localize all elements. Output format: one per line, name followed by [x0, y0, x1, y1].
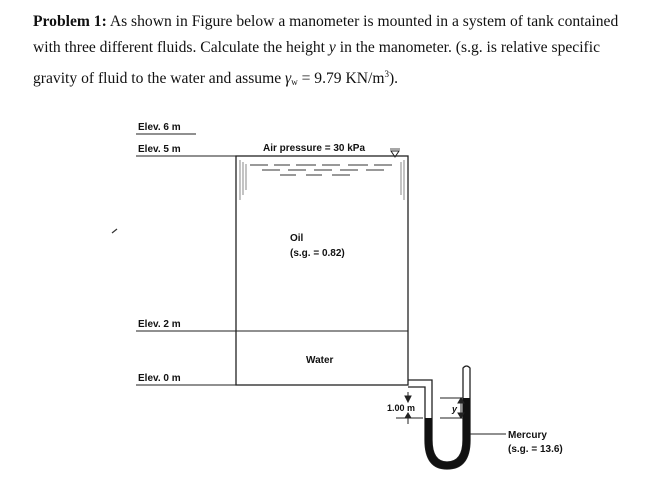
problem-line-3: gravity of fluid to the water and assume…: [33, 69, 399, 87]
oil-surface-dashes: [250, 164, 392, 176]
dimension-y-label: y: [451, 404, 458, 414]
stray-mark: [111, 228, 118, 234]
elev-0-label: Elev. 0 m: [138, 373, 181, 384]
dimension-1m: [396, 392, 423, 424]
elev-2-label: Elev. 2 m: [138, 319, 181, 330]
dimension-y: [440, 397, 465, 419]
tank-right-hatch: [400, 160, 405, 200]
problem-statement: Problem 1: As shown in Figure below a ma…: [33, 9, 639, 95]
oil-sg-label: (s.g. = 0.82): [290, 248, 345, 259]
elev-5-label: Elev. 5 m: [138, 144, 181, 155]
water-label: Water: [306, 355, 334, 366]
problem-line-1: Problem 1: As shown in Figure below a ma…: [33, 13, 619, 30]
problem-line-2: with three different fluids. Calculate t…: [33, 39, 600, 56]
gamma-symbol: γ: [285, 70, 292, 87]
elev-6-label: Elev. 6 m: [138, 122, 181, 133]
mercury-sg-label: (s.g. = 13.6): [508, 444, 563, 455]
tank-left-hatch: [239, 160, 247, 200]
air-pressure-label: Air pressure = 30 kPa: [263, 143, 365, 154]
dimension-1m-label: 1.00 m: [387, 403, 415, 413]
problem-label: Problem 1:: [33, 13, 107, 30]
variable-y: y: [328, 39, 336, 56]
mercury-label: Mercury: [508, 430, 547, 441]
free-surface-triangle-icon: [390, 150, 400, 158]
mercury-fill: [425, 398, 470, 469]
tank: [235, 155, 409, 386]
oil-label: Oil: [290, 233, 304, 244]
